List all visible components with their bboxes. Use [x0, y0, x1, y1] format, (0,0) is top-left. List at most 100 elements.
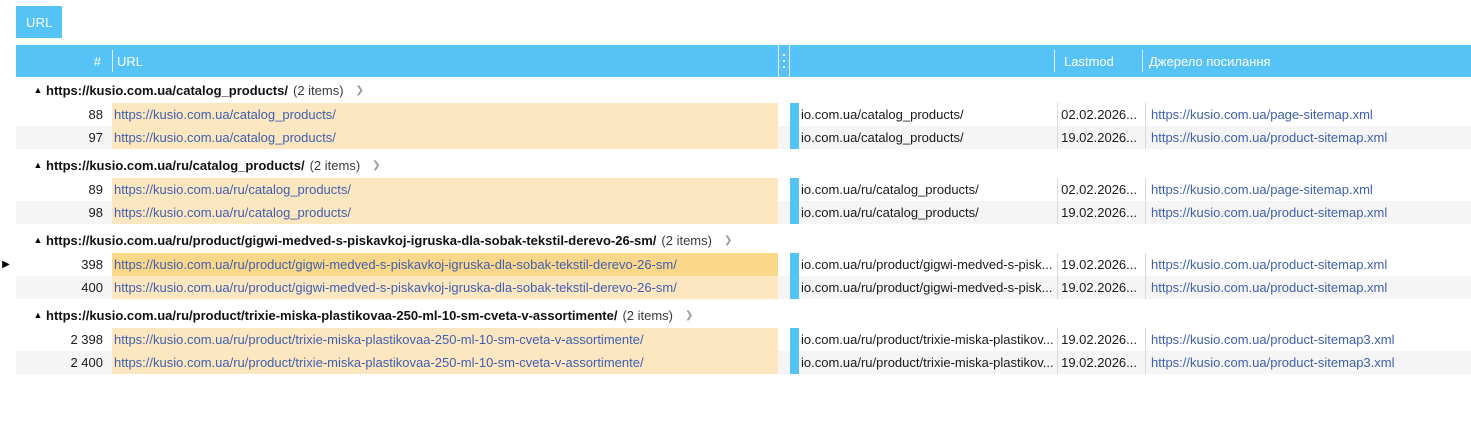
group-more-icon[interactable]: ❯: [723, 234, 733, 246]
cell-row-number: 398: [81, 257, 103, 272]
table-row[interactable]: 400 https://kusio.com.ua/ru/product/gigwi…: [16, 276, 1471, 299]
group-spacer: [16, 149, 1471, 152]
cell-divider: [1057, 351, 1058, 374]
group-collapse-icon[interactable]: ▲: [33, 309, 43, 320]
cell-divider: [1145, 126, 1146, 149]
column-header-num-label: #: [93, 53, 101, 69]
group-title: https://kusio.com.ua/catalog_products/: [46, 82, 288, 98]
cell-url-link[interactable]: https://kusio.com.ua/ru/catalog_products…: [112, 178, 778, 201]
cell-divider: [1145, 178, 1146, 201]
cell-url-secondary: io.com.ua/ru/catalog_products/: [801, 205, 979, 220]
frozen-column-divider: [790, 178, 799, 201]
table-row[interactable]: 98 https://kusio.com.ua/ru/catalog_produc…: [16, 201, 1471, 224]
cell-row-number: 88: [88, 107, 103, 122]
group-item-count: (2 items): [309, 157, 361, 173]
group-title: https://kusio.com.ua/ru/catalog_products…: [46, 157, 305, 173]
cell-url-secondary: io.com.ua/ru/product/gigwi-medved-s-pisk…: [801, 257, 1053, 272]
group-header-row[interactable]: ▲https://kusio.com.ua/ru/catalog_product…: [16, 152, 1471, 178]
cell-source-link[interactable]: https://kusio.com.ua/page-sitemap.xml: [1151, 107, 1373, 122]
group-collapse-icon[interactable]: ▲: [33, 234, 43, 245]
column-header-source[interactable]: Джерело посилання: [1141, 45, 1471, 77]
group-more-icon[interactable]: ❯: [372, 159, 381, 171]
cell-row-number: 400: [81, 280, 103, 295]
splitter-dot-icon: [783, 60, 785, 62]
cell-divider: [1057, 276, 1058, 299]
group-spacer: [16, 299, 1471, 302]
cell-source-link[interactable]: https://kusio.com.ua/product-sitemap3.xm…: [1151, 355, 1395, 370]
group-collapse-icon[interactable]: ▲: [33, 159, 43, 170]
table-row[interactable]: 2 400 https://kusio.com.ua/ru/product/tri…: [16, 351, 1471, 374]
group-collapse-icon[interactable]: ▲: [33, 84, 43, 95]
cell-url-secondary: io.com.ua/catalog_products/: [801, 130, 964, 145]
cell-url-link[interactable]: https://kusio.com.ua/catalog_products/: [112, 103, 778, 126]
cell-lastmod: 19.02.2026...: [1061, 280, 1137, 295]
cell-source-link[interactable]: https://kusio.com.ua/product-sitemap.xml: [1151, 130, 1388, 145]
row-indicator-icon: ▶: [2, 259, 10, 270]
column-header-source-label: Джерело посилання: [1149, 53, 1271, 69]
cell-source-link[interactable]: https://kusio.com.ua/product-sitemap.xml: [1151, 280, 1388, 295]
tab-url[interactable]: URL: [16, 6, 62, 38]
cell-divider: [1145, 103, 1146, 126]
cell-divider: [1145, 201, 1146, 224]
splitter-dot-icon: [783, 54, 785, 56]
frozen-column-divider: [790, 351, 799, 374]
table-row[interactable]: ▶ 398 https://kusio.com.ua/ru/product/gigw…: [2, 253, 1471, 276]
frozen-column-divider: [790, 201, 799, 224]
frozen-column-divider: [790, 328, 799, 351]
cell-row-number: 2 398: [70, 332, 103, 347]
group-more-icon[interactable]: ❯: [685, 309, 694, 321]
group-title: https://kusio.com.ua/ru/product/gigwi-me…: [46, 232, 657, 248]
group-more-icon[interactable]: ❯: [355, 84, 364, 96]
column-splitter-grip[interactable]: [779, 45, 789, 77]
frozen-column-divider: [790, 103, 799, 126]
url-data-grid: # URL Lastmod Джерело посилання ▲https:/…: [2, 45, 1471, 448]
cell-source-link[interactable]: https://kusio.com.ua/product-sitemap3.xm…: [1151, 332, 1395, 347]
cell-url-link[interactable]: https://kusio.com.ua/ru/catalog_products…: [112, 201, 778, 224]
cell-divider: [1057, 328, 1058, 351]
cell-url-link[interactable]: https://kusio.com.ua/ru/product/trixie-m…: [112, 328, 778, 351]
splitter-line-right: [789, 45, 790, 77]
tab-url-label: URL: [26, 14, 53, 30]
group-item-count: (2 items): [292, 82, 344, 98]
column-header-num[interactable]: #: [16, 45, 109, 77]
cell-url-link[interactable]: https://kusio.com.ua/catalog_products/: [112, 126, 778, 149]
header-separator-2: [1054, 50, 1055, 72]
group-spacer: [16, 224, 1471, 227]
cell-url-secondary: io.com.ua/ru/product/trixie-miska-plasti…: [801, 355, 1054, 370]
column-header-url-secondary[interactable]: [787, 45, 1057, 77]
cell-url-secondary: io.com.ua/ru/catalog_products/: [801, 182, 979, 197]
cell-url-link[interactable]: https://kusio.com.ua/ru/product/trixie-m…: [112, 351, 778, 374]
cell-divider: [1057, 103, 1058, 126]
group-item-count: (2 items): [622, 307, 674, 323]
cell-lastmod: 02.02.2026...: [1061, 182, 1137, 197]
cell-source-link[interactable]: https://kusio.com.ua/product-sitemap.xml: [1151, 205, 1388, 220]
column-header-url[interactable]: URL: [117, 45, 777, 77]
cell-url-link[interactable]: https://kusio.com.ua/ru/product/gigwi-me…: [112, 253, 778, 276]
cell-url-link[interactable]: https://kusio.com.ua/ru/product/gigwi-me…: [112, 276, 778, 299]
header-separator-1: [112, 50, 113, 72]
table-row[interactable]: 89 https://kusio.com.ua/ru/catalog_produc…: [16, 178, 1471, 201]
cell-lastmod: 19.02.2026...: [1061, 332, 1137, 347]
frozen-column-divider: [790, 253, 799, 276]
table-row[interactable]: 2 398 https://kusio.com.ua/ru/product/tri…: [16, 328, 1471, 351]
table-row[interactable]: 88 https://kusio.com.ua/catalog_products/…: [16, 103, 1471, 126]
cell-url-secondary: io.com.ua/catalog_products/: [801, 107, 964, 122]
cell-divider: [1145, 328, 1146, 351]
cell-source-link[interactable]: https://kusio.com.ua/page-sitemap.xml: [1151, 182, 1373, 197]
cell-source-link[interactable]: https://kusio.com.ua/product-sitemap.xml: [1151, 257, 1388, 272]
group-header-row[interactable]: ▲https://kusio.com.ua/ru/product/gigwi-m…: [16, 227, 1471, 253]
group-item-count: (2 items): [661, 232, 712, 248]
cell-row-number: 89: [88, 182, 103, 197]
splitter-line-left: [778, 45, 779, 77]
grid-body: ▲https://kusio.com.ua/catalog_products/(…: [2, 77, 1471, 374]
frozen-column-divider: [790, 276, 799, 299]
cell-divider: [1057, 178, 1058, 201]
cell-row-number: 2 400: [70, 355, 103, 370]
column-header-lastmod[interactable]: Lastmod: [1056, 45, 1140, 77]
group-header-row[interactable]: ▲https://kusio.com.ua/catalog_products/(…: [16, 77, 1471, 103]
cell-row-number: 98: [88, 205, 103, 220]
cell-divider: [1057, 201, 1058, 224]
group-header-row[interactable]: ▲https://kusio.com.ua/ru/product/trixie-…: [16, 302, 1471, 328]
cell-lastmod: 19.02.2026...: [1061, 257, 1137, 272]
